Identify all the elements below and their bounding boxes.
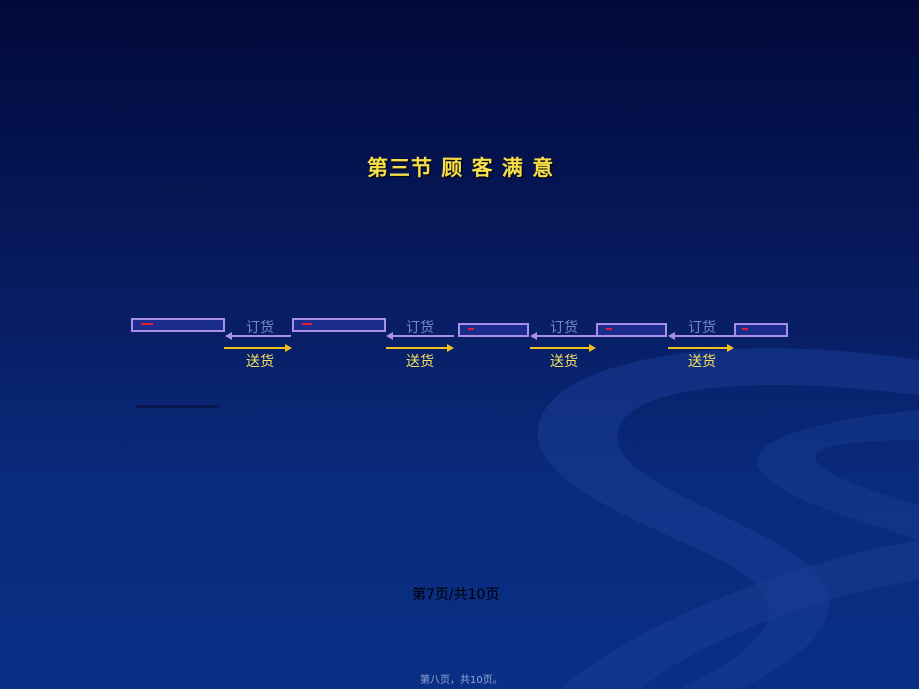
deliver-arrow — [530, 344, 596, 352]
chain-box-marker — [742, 328, 748, 330]
deliver-arrow — [668, 344, 734, 352]
chain-box-5 — [734, 323, 788, 337]
order-arrow — [668, 332, 734, 340]
deliver-label: 送货 — [246, 354, 274, 370]
slide-footer: 第八页，共10页。 — [420, 675, 503, 686]
chain-box-marker — [141, 323, 153, 325]
deliver-arrow — [224, 344, 292, 352]
chain-box-3 — [458, 323, 529, 337]
page-indicator: 第7页/共10页 — [412, 587, 500, 603]
order-label: 订货 — [406, 320, 434, 336]
deliver-label: 送货 — [550, 354, 578, 370]
deliver-label: 送货 — [688, 354, 716, 370]
chain-box-2 — [292, 318, 386, 332]
deliver-arrow — [386, 344, 454, 352]
slide-title: 第三节 顾 客 满 意 — [367, 156, 555, 180]
text-line-placeholder — [148, 186, 220, 189]
chain-box-1 — [131, 318, 225, 332]
chain-box-marker — [468, 328, 474, 330]
order-arrow — [530, 332, 596, 340]
chain-box-marker — [606, 328, 612, 330]
order-label: 订货 — [550, 320, 578, 336]
order-label: 订货 — [688, 320, 716, 336]
text-line-placeholder — [136, 405, 220, 408]
chain-box-marker — [302, 323, 312, 325]
order-arrow — [225, 332, 291, 340]
deliver-label: 送货 — [406, 354, 434, 370]
order-label: 订货 — [246, 320, 274, 336]
order-arrow — [386, 332, 454, 340]
chain-box-4 — [596, 323, 667, 337]
